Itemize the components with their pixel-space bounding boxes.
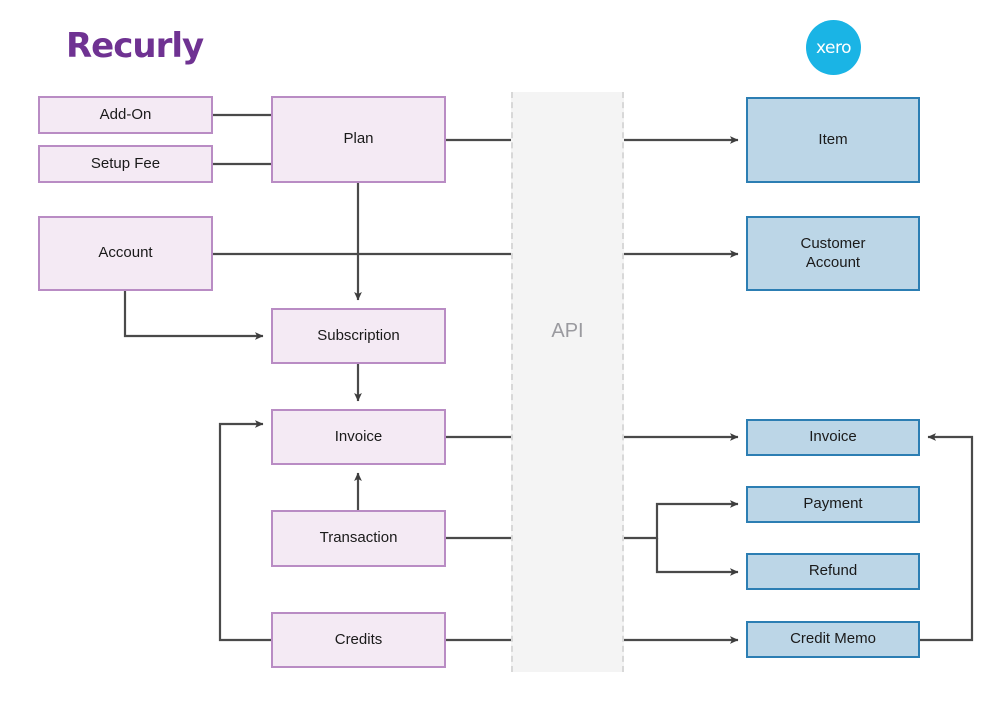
xero-node-customer-account[interactable]: Customer Account [746,216,920,291]
xero-wordmark: xero [815,37,852,58]
api-label: API [551,320,584,342]
recurly-node-account[interactable]: Account [38,216,213,291]
recurly-node-subscription[interactable]: Subscription [271,308,446,364]
recurly-wordmark: Recurly [66,26,204,66]
node-label: Plan [343,130,374,148]
xero-node-credit-memo[interactable]: Credit Memo [746,621,920,658]
recurly-node-transaction[interactable]: Transaction [271,510,446,567]
node-label: Setup Fee [90,154,161,172]
xero-disc [806,20,861,75]
recurly-logo: Recurly [66,24,204,68]
connector-transaction-to-refund [655,538,739,576]
xero-node-item[interactable]: Item [746,97,920,183]
node-label: Transaction [319,529,398,547]
node-label: Account [98,244,153,262]
connector-credits-to-invoice [218,420,271,642]
recurly-node-plan[interactable]: Plan [271,96,446,183]
node-label: Customer Account [800,234,866,271]
api-band [511,92,624,672]
xero-node-refund[interactable]: Refund [746,553,920,590]
connector-credit-memo-to-invoice [920,433,974,642]
node-label: Payment [803,495,863,513]
xero-logo: xero [806,20,861,75]
xero-node-payment[interactable]: Payment [746,486,920,523]
node-label: Refund [808,562,858,580]
node-label: Item [818,130,848,148]
node-label: Invoice [809,428,857,446]
node-label: Credits [334,630,383,648]
recurly-node-credits[interactable]: Credits [271,612,446,668]
node-label: Subscription [317,326,400,344]
node-label: Add-On [99,105,152,123]
recurly-node-setup-fee[interactable]: Setup Fee [38,145,213,183]
recurly-node-add-on[interactable]: Add-On [38,96,213,134]
node-label: Invoice [334,427,383,445]
recurly-node-invoice[interactable]: Invoice [271,409,446,465]
xero-node-invoice[interactable]: Invoice [746,419,920,456]
connector-account-to-subscription [123,291,264,340]
node-label: Credit Memo [790,630,876,648]
